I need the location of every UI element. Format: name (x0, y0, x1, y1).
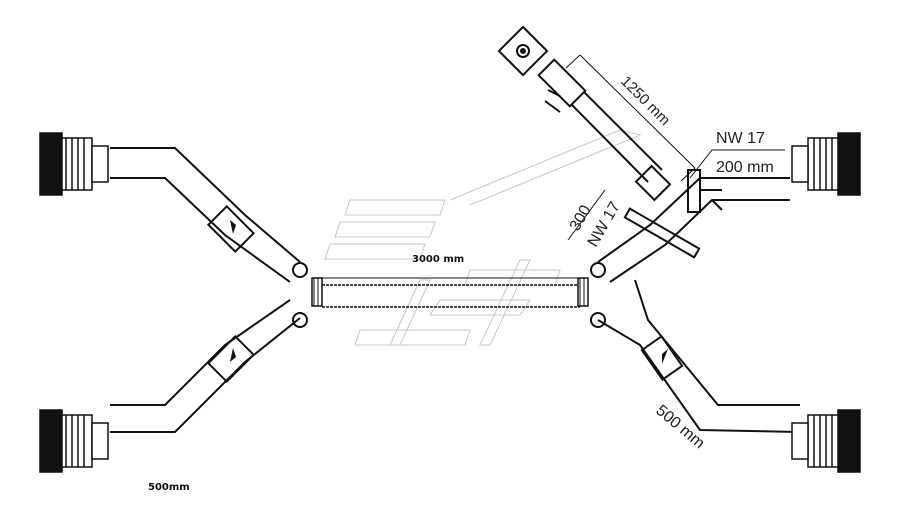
tilted-hose (537, 58, 672, 202)
center-length-label: 3000 mm (412, 254, 464, 265)
nw17-top-label: NW 17 (716, 130, 765, 147)
coupling-icon (39, 409, 109, 473)
coupling-icon (791, 409, 861, 473)
tilted-length-label: 1250 mm (617, 73, 673, 129)
coupling-icon (791, 132, 861, 196)
coupling-icon (39, 132, 109, 196)
length-300-label: 300 (567, 202, 595, 234)
arrow-icon (662, 349, 668, 364)
left-bottom-length-label: 500mm (148, 482, 190, 493)
left-y-hose (110, 147, 308, 433)
wall-socket-icon (497, 25, 549, 77)
dimension-line-1250 (565, 54, 696, 182)
nw17-side-label: NW 17 (585, 199, 624, 250)
center-hose (311, 277, 589, 308)
dimension-line-300 (567, 189, 606, 241)
length-200-label: 200 mm (716, 159, 774, 176)
arrow-icon (230, 220, 236, 362)
leader-line (689, 149, 785, 179)
right-y-hose (590, 169, 801, 433)
right-bottom-length-label: 500 mm (652, 402, 707, 452)
